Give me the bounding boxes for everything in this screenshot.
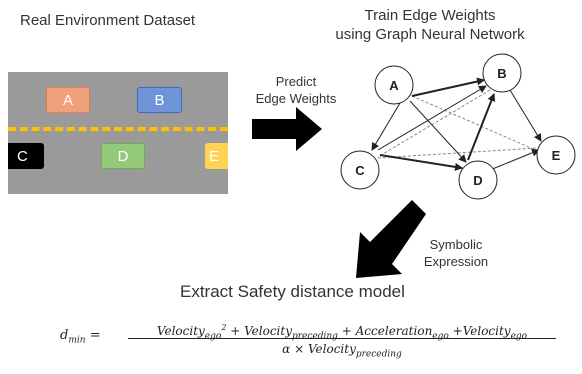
edge-d-b (467, 93, 496, 161)
car-b: B (137, 87, 182, 113)
edge-a-e (411, 95, 541, 153)
num-plus-1: + (226, 324, 245, 338)
num-term-3: Acceleration (355, 324, 433, 338)
formula-equals: = (89, 328, 101, 343)
num-term-1-sup: 2 (221, 323, 227, 332)
node-b: B (482, 53, 522, 93)
symbolic-label: Symbolic Expression (416, 236, 496, 270)
gnn-title-line1: Train Edge Weights (364, 7, 496, 24)
formula-fraction: Velocityego2 + Velocitypreceding + Accel… (128, 318, 556, 359)
node-c: C (340, 150, 380, 190)
car-a: A (46, 87, 90, 113)
node-d: D (458, 160, 498, 200)
gnn-title: Train Edge Weights using Graph Neural Ne… (318, 6, 542, 44)
node-e: E (536, 135, 576, 175)
road-scene (8, 72, 228, 194)
node-a: A (374, 65, 414, 105)
node-e-label: E (552, 148, 561, 163)
formula-lhs-sub: min (68, 335, 86, 346)
num-plus-2: + (337, 324, 356, 338)
predict-label-line2: Edge Weights (255, 91, 337, 106)
edge-a-b (411, 77, 485, 97)
num-plus-3: + (448, 324, 463, 338)
den-term-2-sub: preceding (355, 349, 402, 360)
node-b-label: B (497, 66, 506, 81)
edge-d-e (489, 148, 540, 171)
car-c: C (8, 143, 44, 169)
edge-c-e (377, 147, 538, 159)
num-term-4: Velocity (462, 324, 511, 338)
num-term-2: Velocity (244, 324, 292, 338)
edge-b-c (377, 89, 491, 158)
symbolic-label-line2: Expression (423, 254, 489, 269)
num-term-1: Velocity (156, 324, 205, 338)
num-term-1-sub: ego (204, 331, 222, 342)
symbolic-label-line1: Symbolic (429, 237, 483, 252)
predict-label: Predict Edge Weights (246, 73, 346, 107)
num-term-4-sub: ego (510, 331, 528, 342)
safety-model-title: Extract Safety distance model (180, 282, 405, 301)
den-term-2: Velocity (307, 342, 356, 356)
formula-lhs-var: d (60, 328, 69, 343)
edge-c-d (379, 154, 463, 171)
edge-a-c (371, 102, 401, 151)
dataset-title: Real Environment Dataset (20, 12, 196, 29)
symbolic-arrow-icon (356, 200, 426, 278)
node-a-label: A (389, 78, 399, 93)
formula-denominator: α × Velocitypreceding (128, 338, 556, 359)
formula-lhs: dmin = (60, 328, 101, 346)
edge-b-e (509, 89, 542, 142)
node-d-label: D (473, 173, 482, 188)
den-term-1: α × (282, 342, 308, 356)
num-term-2-sub: preceding (291, 331, 338, 342)
gnn-title-line2: using Graph Neural Network (335, 26, 525, 43)
lane-divider (8, 127, 228, 131)
car-e: E (205, 143, 228, 169)
formula-numerator: Velocityego2 + Velocitypreceding + Accel… (128, 318, 556, 342)
predict-arrow-icon (252, 107, 322, 151)
node-c-label: C (355, 163, 365, 178)
predict-label-line1: Predict (275, 74, 317, 89)
car-d: D (101, 143, 145, 169)
edge-a-d (409, 100, 467, 163)
edge-c-b (377, 85, 487, 151)
num-term-3-sub: ego (432, 331, 449, 342)
